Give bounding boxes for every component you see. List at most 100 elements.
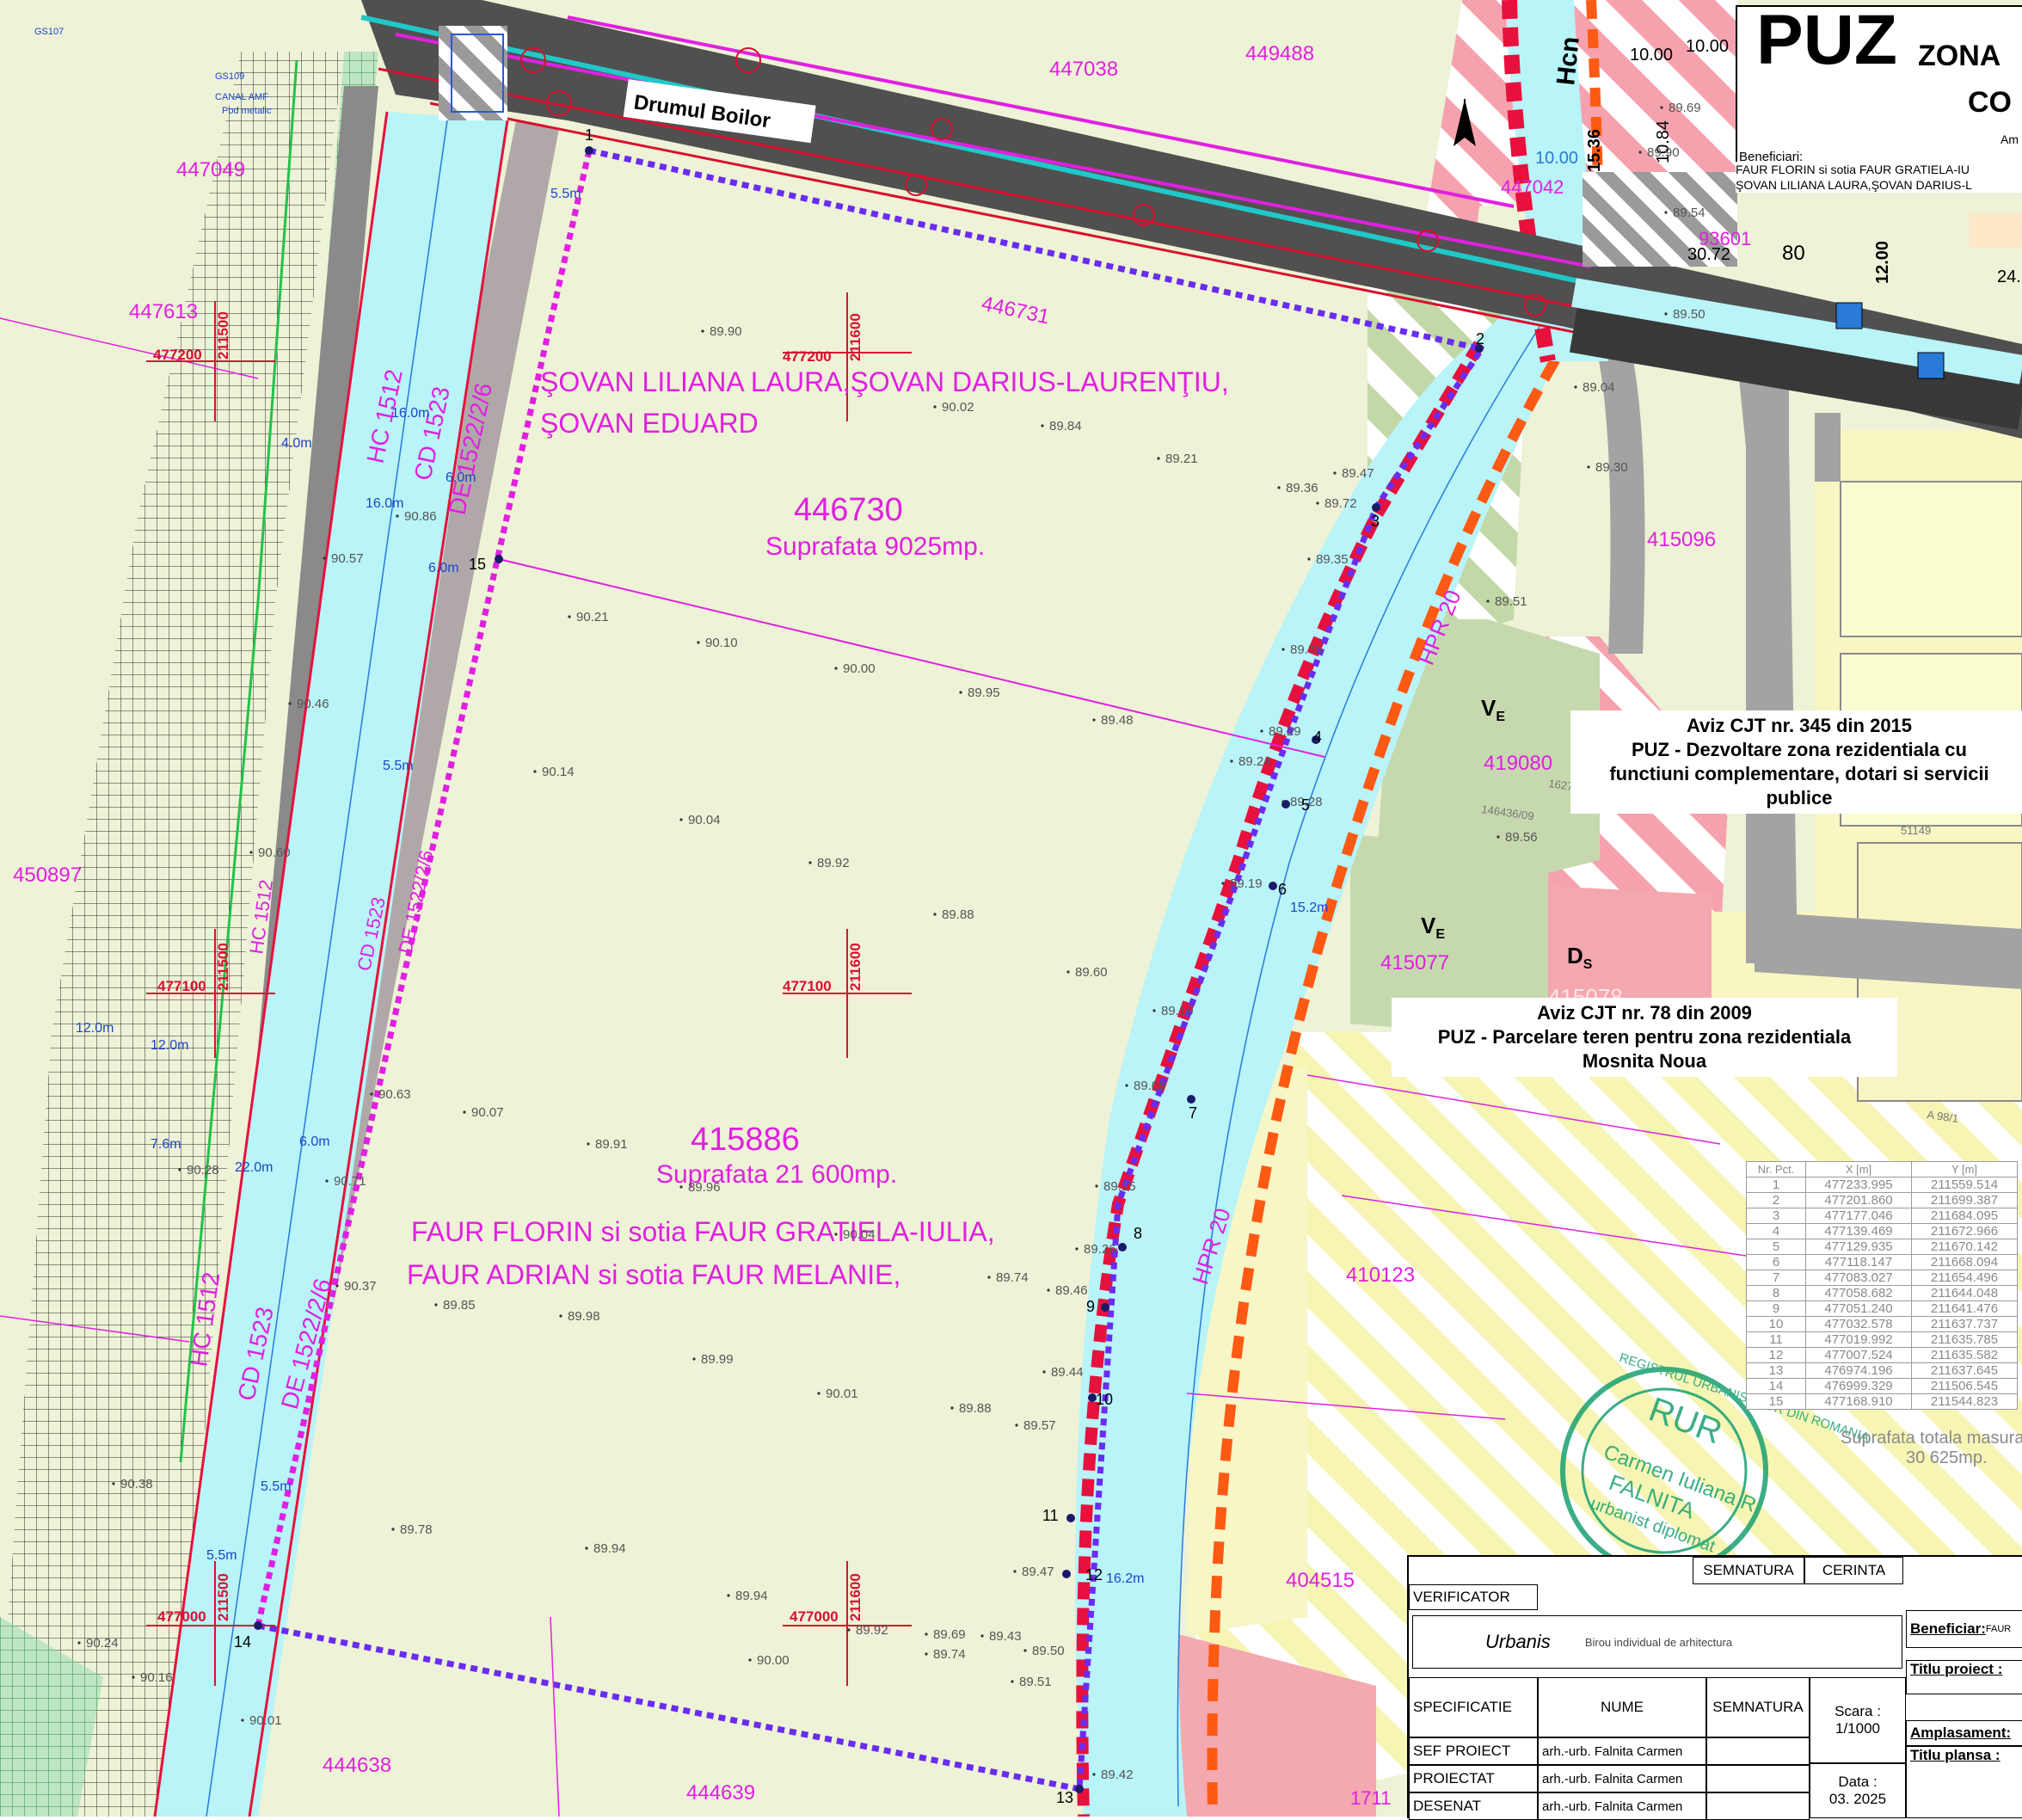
tb-role: SEF PROIECT — [1409, 1737, 1538, 1765]
coord-cell-x: 477201.860 — [1805, 1192, 1912, 1208]
elevation-point — [808, 861, 812, 864]
parcel-label-447042: 447042 — [1501, 176, 1564, 198]
elevation-point — [587, 1142, 590, 1146]
elevation-label: 90.57 — [331, 551, 364, 566]
dim-1: 5.5m — [550, 187, 581, 201]
tb-specificatie: SPECIFICATIE — [1409, 1677, 1538, 1737]
elevation-point — [1664, 312, 1668, 316]
tb-signature-cell — [1706, 1737, 1810, 1765]
crosswalk-north-blue — [451, 34, 504, 113]
elevation-point — [463, 1110, 466, 1114]
elevation-point — [959, 691, 962, 694]
elevation-point — [950, 1406, 954, 1410]
elevation-point — [1486, 599, 1490, 603]
channel-hcn-label: Hcn — [1552, 35, 1585, 87]
elevation-point — [1092, 1773, 1096, 1776]
coord-cell-y: 211670.142 — [1911, 1239, 2018, 1255]
elevation-point — [1095, 1184, 1098, 1188]
coord-cell-x: 477129.935 — [1805, 1239, 1912, 1255]
zone-VE-419080 — [1376, 619, 1600, 877]
elevation-point — [925, 1632, 928, 1636]
coord-cell-x: 477177.046 — [1805, 1208, 1912, 1224]
tb-person-name: arh.-urb. Falnita Carmen — [1538, 1792, 1706, 1820]
elevation-label: 89.74 — [933, 1647, 966, 1662]
elevation-label: 89.99 — [701, 1352, 734, 1367]
canal-centerline-hpr20 — [1177, 326, 1540, 1807]
point-label-4: 4 — [1313, 729, 1322, 746]
elevation-point — [1157, 457, 1160, 460]
coord-cell-x: 477168.910 — [1805, 1393, 1912, 1410]
elevation-label: 89.69 — [1669, 101, 1701, 115]
grid-cross-4 — [146, 301, 275, 421]
tb-nume: NUME — [1538, 1677, 1706, 1737]
elevation-point — [178, 1168, 181, 1171]
tb-signature-cell — [1706, 1765, 1810, 1792]
elevation-point — [679, 818, 683, 821]
elevation-label: 90.46 — [297, 697, 329, 711]
dim-25: 24. — [1997, 267, 2021, 286]
elevation-point — [679, 1185, 683, 1189]
elevation-label: 89.10 — [1161, 1004, 1194, 1018]
coord-cell-nr: 9 — [1746, 1300, 1806, 1317]
elevation-point — [980, 1634, 984, 1638]
block-yellow-1 — [1840, 481, 2022, 637]
dim-7: 5.5m — [383, 759, 414, 773]
elevation-label: 90.01 — [826, 1387, 858, 1401]
owners-south-area: Suprafata 21 600mp. — [656, 1160, 897, 1189]
aviz1-line3: functiuni complementare, dotari si servi… — [1609, 763, 1989, 784]
boundary-point-markers — [254, 146, 1484, 1793]
road-stripe-red-2 — [429, 101, 1592, 337]
grid-label-y-6: 211500 — [215, 1573, 231, 1621]
coord-cell-nr: 13 — [1746, 1362, 1806, 1379]
coord-cell-nr: 2 — [1746, 1192, 1806, 1208]
total-area-value: 30 625mp. — [1906, 1448, 1988, 1467]
elevation-label: 89.35 — [1316, 552, 1349, 567]
elevation-label: 90.07 — [471, 1105, 504, 1120]
elevation-label: 89.90 — [1647, 145, 1680, 160]
grid-label-y-2: 211600 — [847, 943, 863, 991]
zone-VE-415077 — [1350, 834, 1548, 1041]
label-canal: CANAL AMF — [215, 92, 268, 102]
tb-data: Data : 03. 2025 — [1810, 1763, 1906, 1818]
dim-19: 10.00 — [1686, 37, 1729, 56]
point-label-6: 6 — [1278, 881, 1287, 898]
tb-role: PROIECTAT — [1409, 1765, 1538, 1792]
elevation-label: 89.48 — [1101, 713, 1134, 728]
elevation-label: 89.43 — [989, 1629, 1022, 1644]
crosswalk-north — [439, 26, 507, 120]
elevation-label: 89.50 — [1673, 307, 1705, 322]
dim-18: 10.00 — [1630, 46, 1673, 65]
green-corner-sw — [0, 1617, 103, 1817]
owners-north-line1: ŞOVAN LILIANA LAURA,ŞOVAN DARIUS-LAURENŢ… — [540, 366, 1229, 397]
dim-11: 22.0m — [235, 1160, 273, 1175]
dim-16: 16.2m — [1106, 1571, 1144, 1586]
grid-label-x-2: 477100 — [783, 978, 832, 994]
elevation-point — [1092, 718, 1096, 722]
elevation-point — [1638, 151, 1642, 154]
elevation-point — [817, 1392, 820, 1395]
elevation-label: 90.63 — [378, 1087, 411, 1102]
elevation-label: 90.00 — [757, 1653, 790, 1668]
elevation-point — [697, 641, 700, 644]
elevation-label: 89.44 — [1051, 1365, 1084, 1380]
tb-scara-value: 1/1000 — [1835, 1720, 1880, 1737]
point-label-10: 10 — [1096, 1391, 1113, 1408]
elevation-point — [370, 1092, 373, 1096]
elevation-label: 89.84 — [1049, 419, 1082, 433]
elevation-label: 90.71 — [334, 1174, 366, 1189]
tb-cerinta: CERINTA — [1804, 1557, 1903, 1584]
point-label-3: 3 — [1371, 513, 1380, 530]
dim-13: 5.5m — [261, 1479, 292, 1494]
point-label-9: 9 — [1086, 1298, 1095, 1315]
elevation-point — [391, 1528, 395, 1531]
elevation-point — [1152, 1009, 1156, 1012]
point-label-14: 14 — [234, 1633, 251, 1651]
elevation-point — [1587, 465, 1590, 469]
label-51149: 51149 — [1901, 824, 1931, 837]
elevation-label: 89.26 — [1084, 1242, 1116, 1257]
road-residential-horizontal — [1755, 912, 2022, 989]
